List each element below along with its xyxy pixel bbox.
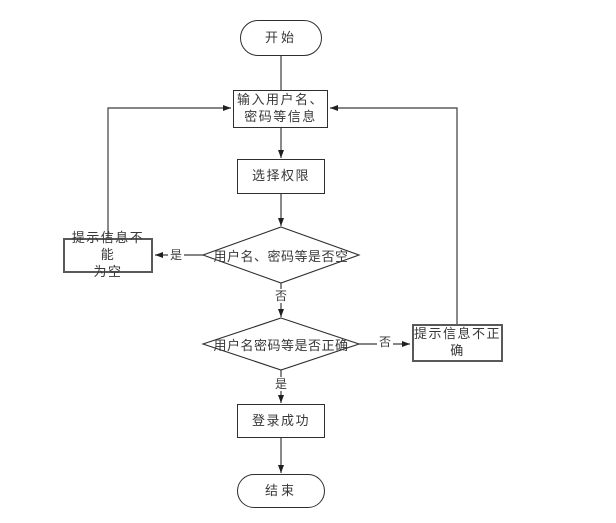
node-start: 开始: [240, 20, 322, 56]
node-prompt-incorrect: 提示信息不正 确: [412, 324, 503, 362]
edge-label-correct-yes: 是: [273, 377, 289, 391]
decision-check-correct-shape: [201, 317, 361, 371]
node-prompt-empty: 提示信息不能 为空: [63, 231, 153, 280]
node-select-permission: 选择权限: [237, 159, 325, 194]
node-check-empty-label: 用户名、密码等是否空: [213, 249, 349, 265]
edge-label-correct-no: 否: [377, 335, 393, 349]
edge-label-empty-no: 否: [273, 289, 289, 303]
node-login-success: 登录成功: [237, 404, 325, 438]
node-check-correct-label: 用户名密码等是否正确: [213, 338, 349, 354]
decision-check-empty-shape: [201, 226, 361, 284]
edge-prompt-empty-loopback: [107, 105, 231, 238]
edge-label-empty-yes: 是: [168, 248, 184, 262]
edge-prompt-incorrect-loopback: [330, 105, 458, 324]
node-input-info: 输入用户名、 密码等信息: [233, 90, 328, 128]
node-end: 结束: [237, 474, 325, 508]
